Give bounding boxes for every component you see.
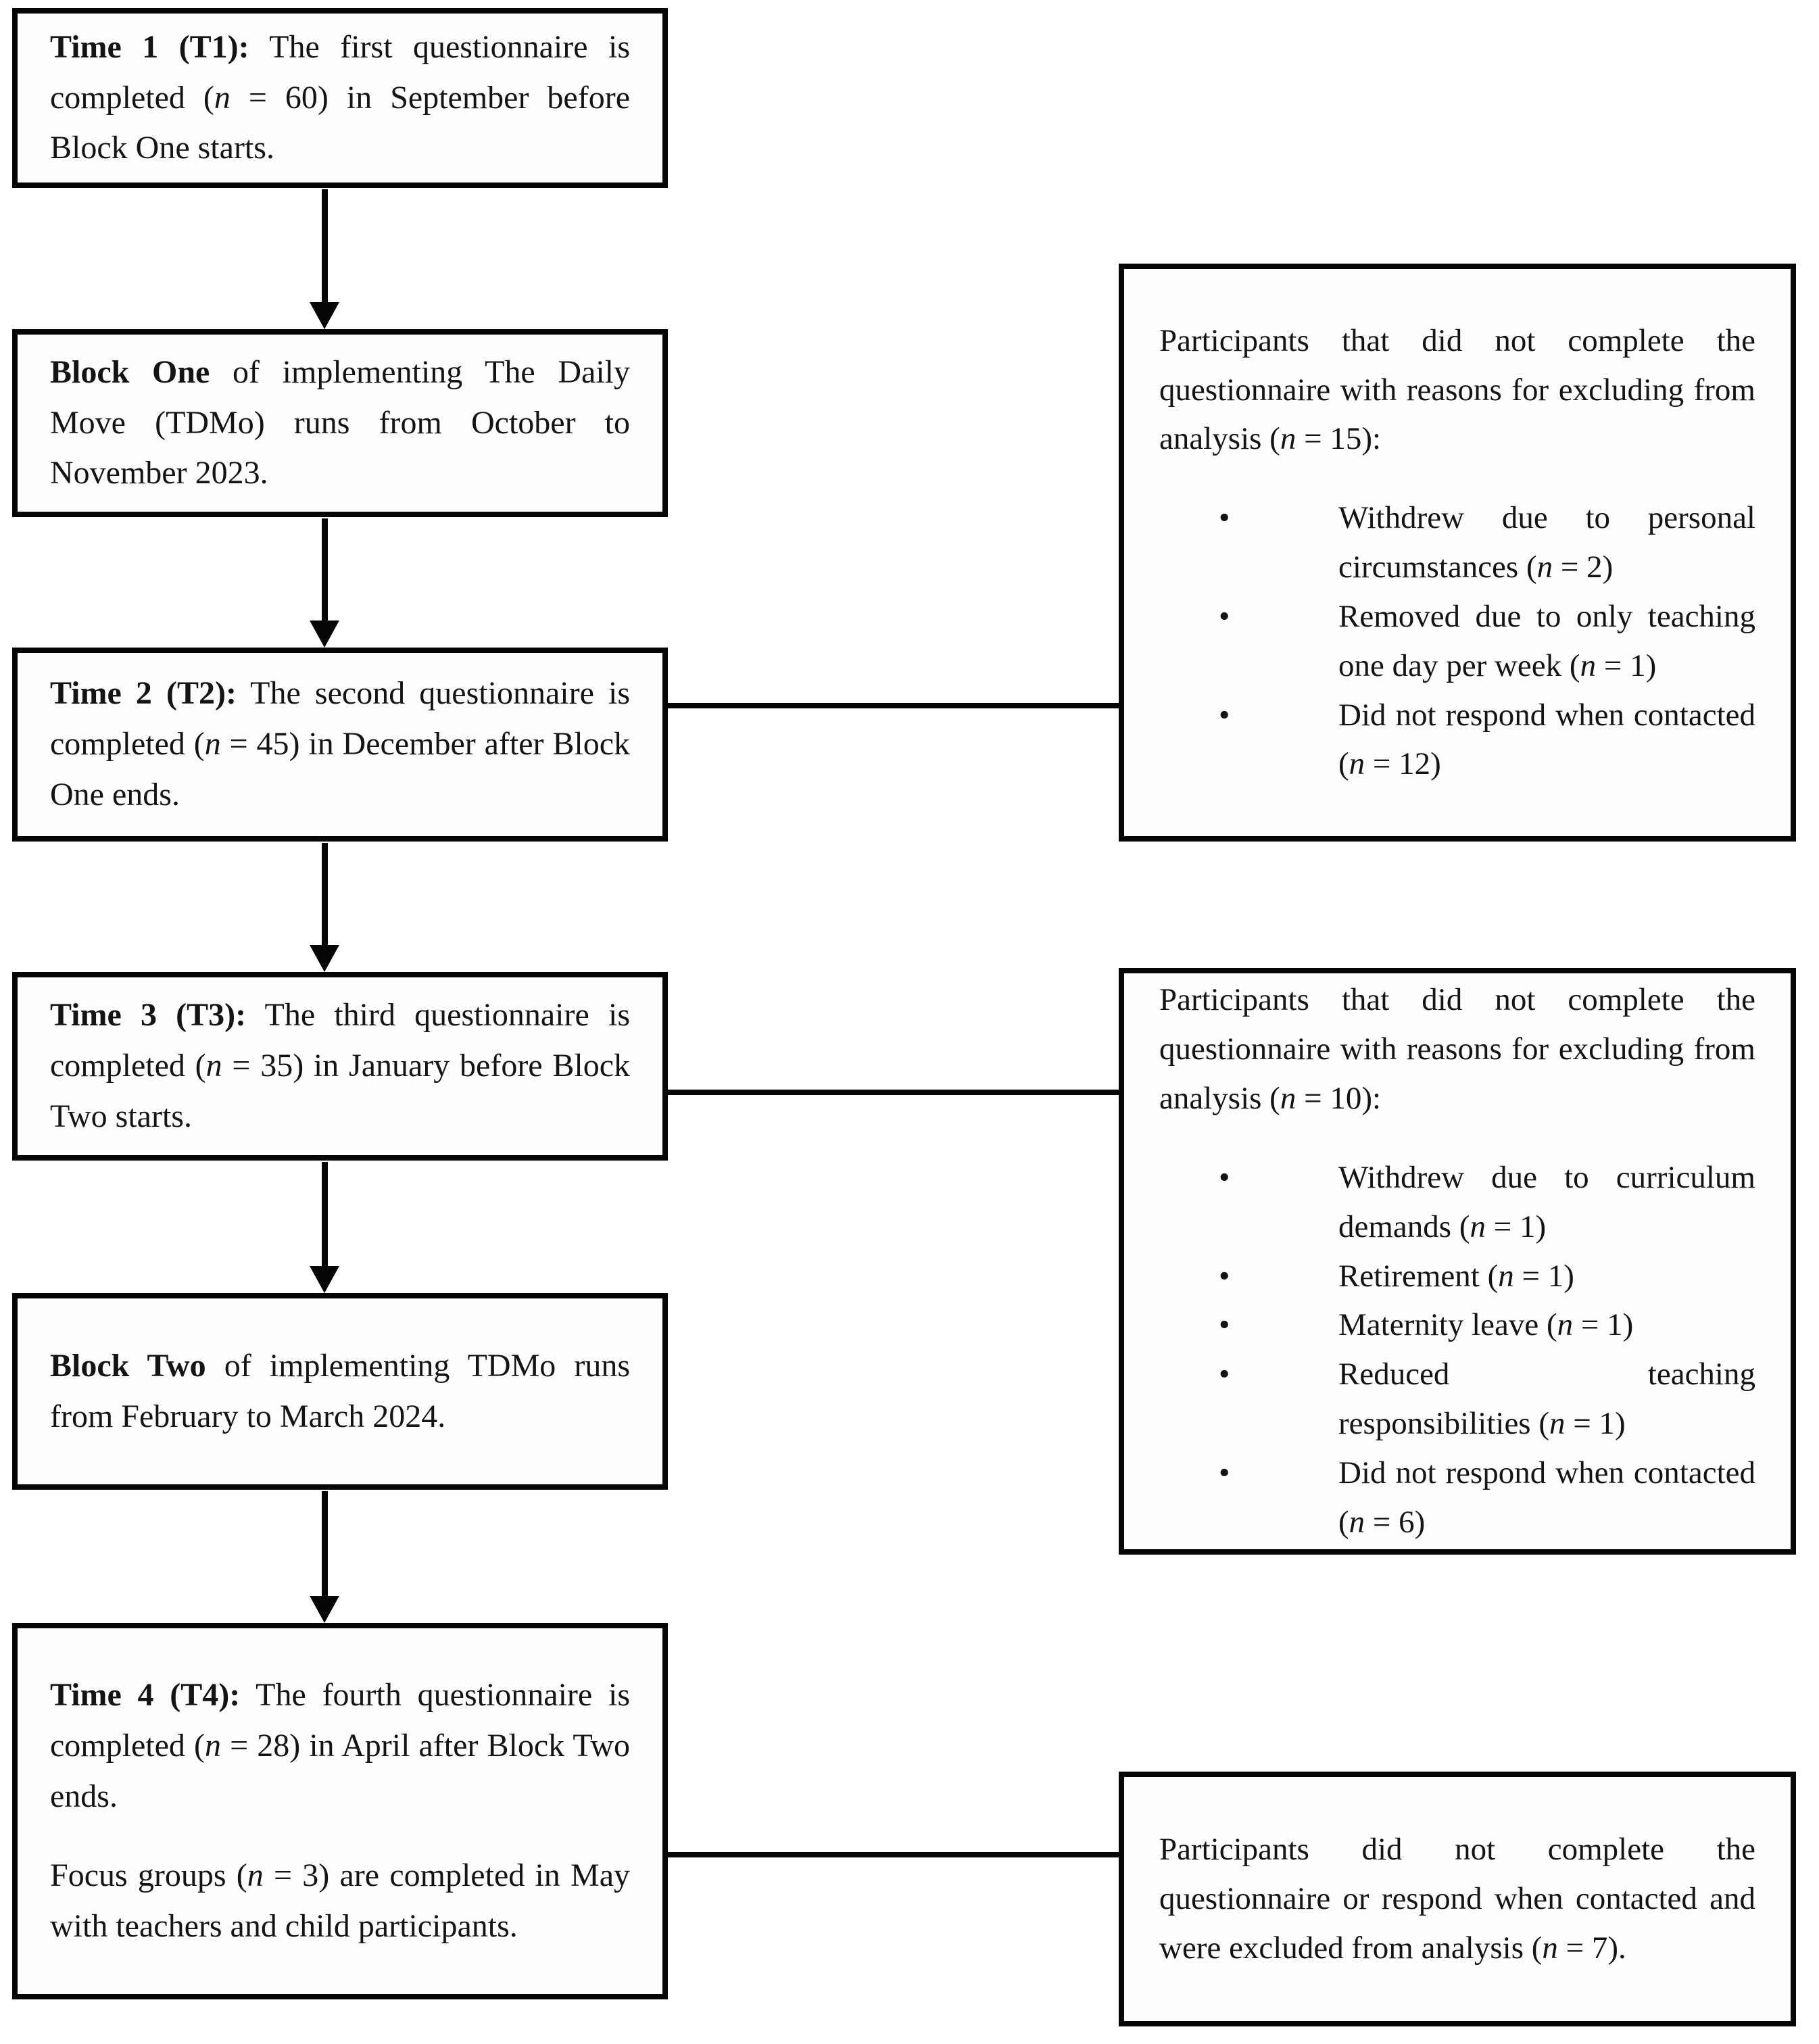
list-item: • Maternity leave (n = 1)	[1159, 1300, 1755, 1350]
list-item-text: Removed due to only teaching one day per…	[1338, 598, 1755, 683]
list-item-text: Withdrew due to curriculum demands (n = …	[1338, 1159, 1755, 1244]
list-item: • Removed due to only teaching one day p…	[1159, 592, 1755, 691]
list-item-text: Did not respond when contacted (n = 6)	[1338, 1455, 1755, 1540]
connector-line-t2-exclusions	[668, 703, 1119, 708]
list-item: • Reduced teaching responsibilities (n =…	[1159, 1350, 1755, 1449]
arrow-down-icon	[310, 1596, 339, 1623]
list-item-text: Withdrew due to personal circumstances (…	[1338, 500, 1755, 585]
arrow-down-icon	[310, 945, 339, 972]
list-item: • Withdrew due to curriculum demands (n …	[1159, 1153, 1755, 1252]
flow-arrow-4-stem	[322, 1162, 328, 1269]
list-item-text: Maternity leave (n = 1)	[1338, 1307, 1634, 1343]
side-box-exclusions-t4: Participants did not complete the questi…	[1119, 1772, 1796, 2026]
flow-arrow-5-stem	[322, 1491, 328, 1599]
flow-box-time1-text: Time 1 (T1): The first questionnaire is …	[50, 28, 631, 166]
flow-box-block-two: Block Two of implementing TDMo runs from…	[12, 1293, 668, 1490]
side-box-exclusions-t2-list: • Withdrew due to personal circumstances…	[1159, 493, 1755, 789]
list-item: • Retirement (n = 1)	[1159, 1252, 1755, 1301]
flow-arrow-2	[310, 518, 339, 648]
connector-line-t4-exclusions	[668, 1852, 1119, 1857]
bullet-icon: •	[1219, 598, 1230, 634]
list-item-text: Did not respond when contacted (n = 12)	[1338, 697, 1755, 782]
list-item: • Did not respond when contacted (n = 6)	[1159, 1449, 1755, 1547]
flow-box-time3-text: Time 3 (T3): The third questionnaire is …	[50, 997, 631, 1134]
flow-arrow-4	[310, 1162, 339, 1293]
bullet-icon: •	[1219, 1455, 1230, 1490]
side-box-exclusions-t4-intro: Participants did not complete the questi…	[1159, 1832, 1755, 1966]
flow-box-time4-focus-groups-text: Focus groups (n = 3) are completed in Ma…	[50, 1857, 631, 1944]
connector-line-t3-exclusions	[668, 1090, 1119, 1095]
bullet-icon: •	[1219, 697, 1230, 733]
flow-arrow-1	[310, 189, 339, 329]
bullet-icon: •	[1219, 1258, 1230, 1294]
list-item: • Did not respond when contacted (n = 12…	[1159, 691, 1755, 789]
flow-arrow-5	[310, 1491, 339, 1623]
flow-arrow-1-stem	[322, 189, 328, 305]
flow-box-time2-text: Time 2 (T2): The second questionnaire is…	[50, 675, 631, 812]
side-box-exclusions-t3: Participants that did not complete the q…	[1119, 968, 1796, 1555]
arrow-down-icon	[310, 620, 339, 648]
list-item: • Withdrew due to personal circumstances…	[1159, 493, 1755, 592]
list-item-text: Retirement (n = 1)	[1338, 1258, 1574, 1294]
bullet-icon: •	[1219, 1357, 1230, 1392]
flow-box-time4: Time 4 (T4): The fourth questionnaire is…	[12, 1623, 668, 1999]
flow-box-block-one: Block One of implementing The Daily Move…	[12, 329, 668, 517]
flow-box-time2: Time 2 (T2): The second questionnaire is…	[12, 648, 668, 842]
side-box-exclusions-t3-list: • Withdrew due to curriculum demands (n …	[1159, 1153, 1755, 1547]
side-box-exclusions-t2-intro: Participants that did not complete the q…	[1159, 322, 1755, 457]
bullet-icon: •	[1219, 1307, 1230, 1343]
arrow-down-icon	[310, 1266, 339, 1293]
arrow-down-icon	[310, 302, 339, 329]
flow-box-time4-text: Time 4 (T4): The fourth questionnaire is…	[50, 1677, 630, 1815]
flow-arrow-3	[310, 843, 339, 972]
flow-box-time1: Time 1 (T1): The first questionnaire is …	[12, 8, 668, 188]
bullet-icon: •	[1219, 500, 1230, 536]
list-item-text: Reduced teaching responsibilities (n = 1…	[1338, 1357, 1755, 1442]
flow-box-block-two-text: Block Two of implementing TDMo runs from…	[50, 1347, 630, 1434]
side-box-exclusions-t3-intro: Participants that did not complete the q…	[1159, 982, 1755, 1117]
bullet-icon: •	[1219, 1159, 1230, 1195]
flow-arrow-2-stem	[322, 518, 328, 623]
flow-box-time3: Time 3 (T3): The third questionnaire is …	[12, 972, 668, 1161]
flow-arrow-3-stem	[322, 843, 328, 948]
side-box-exclusions-t2: Participants that did not complete the q…	[1119, 264, 1796, 842]
flow-box-block-one-text: Block One of implementing The Daily Move…	[50, 354, 631, 491]
